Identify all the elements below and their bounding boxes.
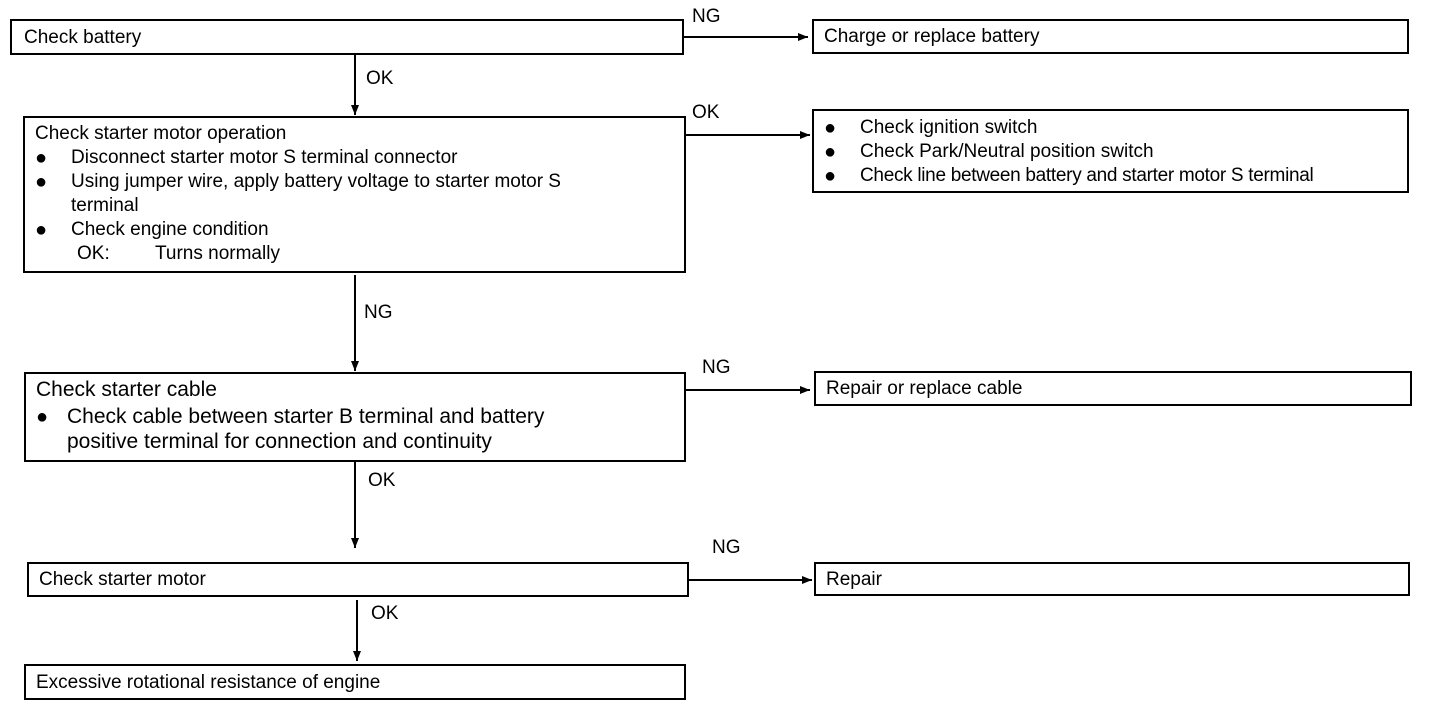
edge-label-operation-ng: NG: [364, 302, 393, 323]
charge-battery-box: Charge or replace battery: [812, 19, 1409, 54]
ignition-check-1: Check ignition switch: [860, 117, 1038, 138]
repair-title: Repair: [826, 569, 882, 590]
starter-operation-step-3: Check engine condition: [71, 219, 269, 240]
ignition-check-3: Check line between battery and starter m…: [860, 165, 1314, 186]
bullet-icon: ●: [824, 117, 837, 139]
charge-battery-title: Charge or replace battery: [824, 26, 1040, 47]
bullet-icon: ●: [35, 147, 48, 169]
edge-label-battery-ng: NG: [692, 6, 721, 27]
starter-operation-ok-value: Turns normally: [155, 243, 280, 264]
check-starter-motor-title: Check starter motor: [39, 569, 206, 590]
bullet-icon: ●: [35, 171, 48, 193]
starter-cable-check-line-2: positive terminal for connection and con…: [67, 430, 492, 453]
edge-label-motor-ng: NG: [712, 537, 741, 558]
bullet-icon: ●: [824, 141, 837, 163]
ignition-check-2: Check Park/Neutral position switch: [860, 141, 1154, 162]
starter-cable-box: Check starter cable ● Check cable betwee…: [24, 372, 686, 462]
repair-cable-box: Repair or replace cable: [814, 371, 1412, 406]
starter-operation-step-1: Disconnect starter motor S terminal conn…: [71, 147, 458, 168]
edge-label-cable-ok: OK: [368, 470, 396, 491]
check-starter-motor-box: Check starter motor: [27, 562, 689, 597]
check-battery-box: Check battery: [10, 19, 684, 55]
bullet-icon: ●: [36, 406, 49, 428]
edge-label-cable-ng: NG: [702, 357, 731, 378]
ignition-checks-box: ● Check ignition switch ● Check Park/Neu…: [812, 109, 1409, 193]
edge-label-motor-ok: OK: [371, 603, 399, 624]
check-battery-title: Check battery: [24, 27, 142, 48]
excessive-resistance-box: Excessive rotational resistance of engin…: [24, 664, 686, 700]
starter-operation-ok-label: OK:: [77, 243, 110, 264]
excessive-resistance-title: Excessive rotational resistance of engin…: [36, 672, 381, 693]
starter-operation-box: Check starter motor operation ● Disconne…: [23, 116, 686, 273]
starter-operation-step-2: Using jumper wire, apply battery voltage…: [71, 171, 561, 192]
edge-label-battery-ok: OK: [366, 68, 394, 89]
starter-operation-step-2-cont: terminal: [71, 195, 139, 216]
repair-box: Repair: [814, 562, 1410, 596]
repair-cable-title: Repair or replace cable: [826, 378, 1023, 399]
bullet-icon: ●: [824, 165, 837, 187]
starter-cable-title: Check starter cable: [36, 378, 217, 401]
starter-operation-title: Check starter motor operation: [35, 123, 287, 144]
edge-label-operation-ok: OK: [692, 102, 720, 123]
starter-cable-check-line-1: Check cable between starter B terminal a…: [67, 405, 545, 428]
bullet-icon: ●: [35, 219, 48, 241]
